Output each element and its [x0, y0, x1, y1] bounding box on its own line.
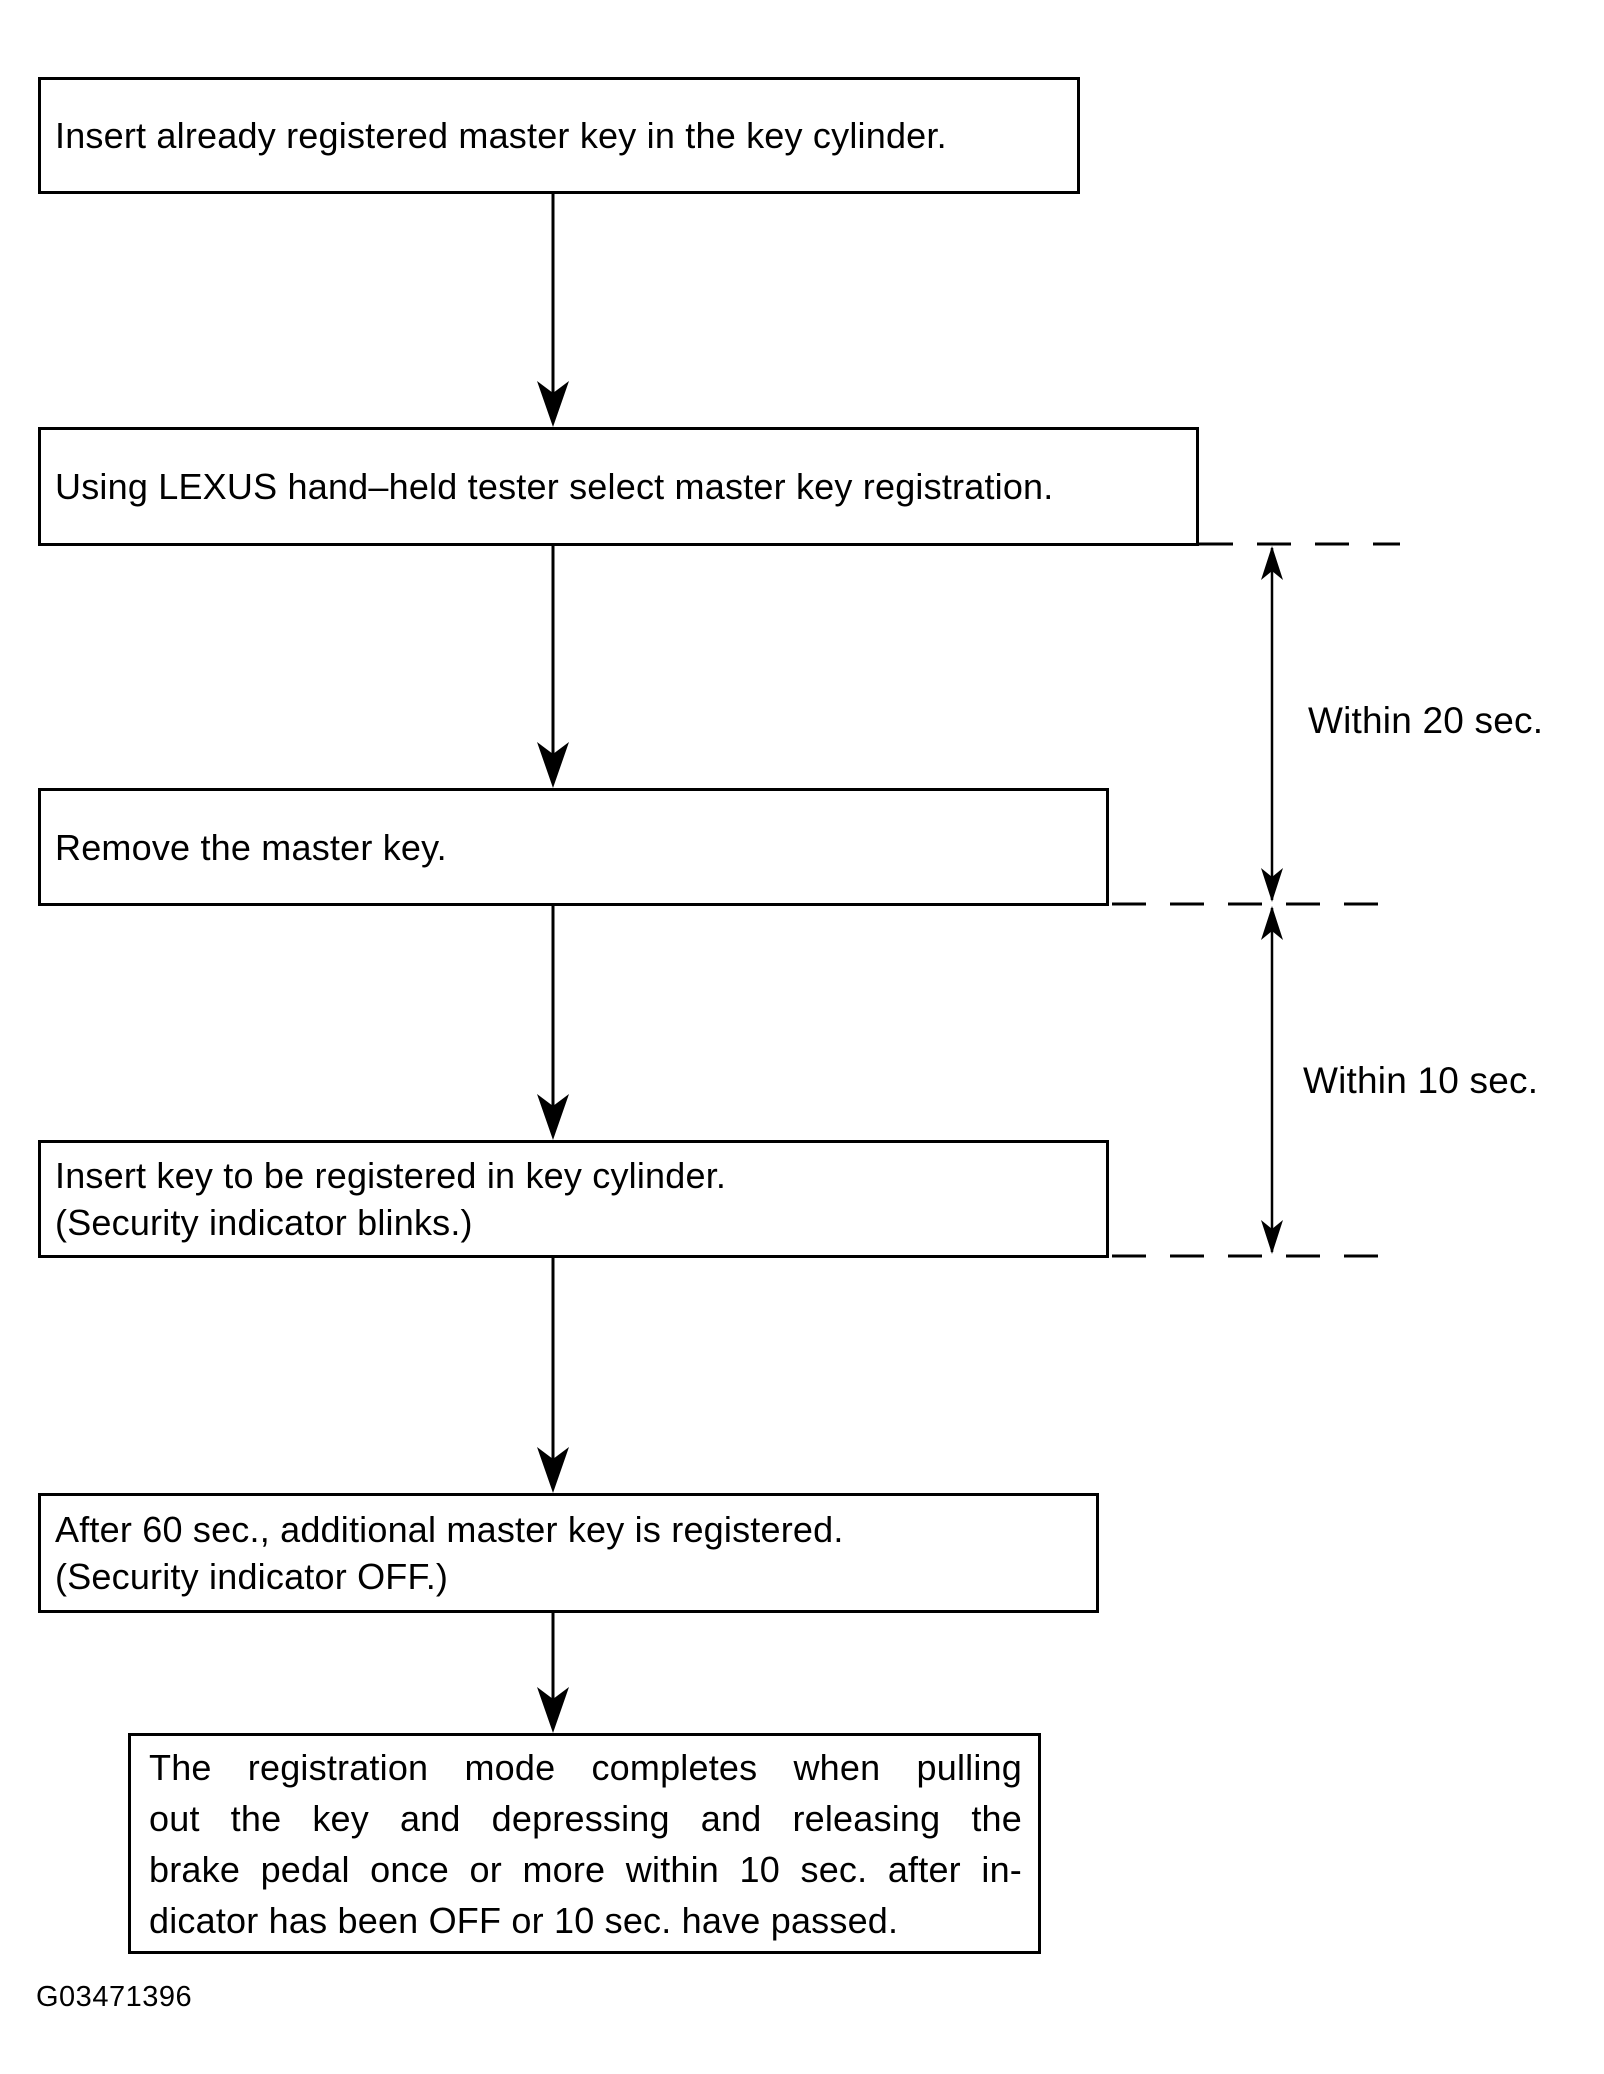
- arrowhead-down-icon: [1261, 868, 1283, 902]
- step-box-4: Insert key to be registered in key cylin…: [38, 1140, 1109, 1258]
- step-6-text-line-1: The registration mode completes when pul…: [149, 1746, 1022, 1788]
- arrowhead-down-icon: [537, 1447, 569, 1493]
- arrowhead-down-icon: [537, 1094, 569, 1140]
- figure-code: G03471396: [36, 1981, 193, 2013]
- arrowhead-up-icon: [1261, 546, 1283, 580]
- flow-arrow-step1-step2: [537, 194, 569, 427]
- arrowhead-down-icon: [537, 381, 569, 427]
- step-6-text-line-3: brake pedal once or more within 10 sec. …: [149, 1848, 1022, 1890]
- flow-arrow-step5-step6: [537, 1613, 569, 1733]
- flow-arrow-step4-step5: [537, 1258, 569, 1493]
- step-5-text-line-2: (Security indicator OFF.): [55, 1556, 449, 1597]
- step-4-text-line-1: Insert key to be registered in key cylin…: [55, 1155, 727, 1196]
- step-box-2: Using LEXUS hand–held tester select mast…: [38, 427, 1199, 546]
- timing-arrow-within-20-sec: [1261, 546, 1283, 902]
- timing-label-within-10-sec: Within 10 sec.: [1303, 1060, 1539, 1101]
- timing-arrow-within-10-sec: [1261, 906, 1283, 1254]
- step-box-5: After 60 sec., additional master key is …: [38, 1493, 1099, 1613]
- step-box-1: Insert already registered master key in …: [38, 77, 1080, 194]
- flow-arrow-step3-step4: [537, 906, 569, 1140]
- timing-label-within-20-sec: Within 20 sec.: [1308, 700, 1544, 741]
- step-6-text-line-2: out the key and depressing and releasing…: [149, 1797, 1022, 1839]
- flow-arrow-step2-step3: [537, 546, 569, 788]
- step-1-text: Insert already registered master key in …: [55, 115, 947, 156]
- step-box-3: Remove the master key.: [38, 788, 1109, 906]
- step-3-text: Remove the master key.: [55, 826, 447, 868]
- arrowhead-up-icon: [1261, 906, 1283, 940]
- step-6-text-line-4: dicator has been OFF or 10 sec. have pas…: [149, 1899, 899, 1941]
- step-box-6: The registration mode completes when pul…: [128, 1733, 1041, 1954]
- step-2-text: Using LEXUS hand–held tester select mast…: [55, 466, 1054, 507]
- arrowhead-down-icon: [537, 1687, 569, 1733]
- step-4-text-line-2: (Security indicator blinks.): [55, 1202, 473, 1243]
- arrowhead-down-icon: [1261, 1220, 1283, 1254]
- step-5-text-line-1: After 60 sec., additional master key is …: [55, 1509, 844, 1550]
- arrowhead-down-icon: [537, 742, 569, 788]
